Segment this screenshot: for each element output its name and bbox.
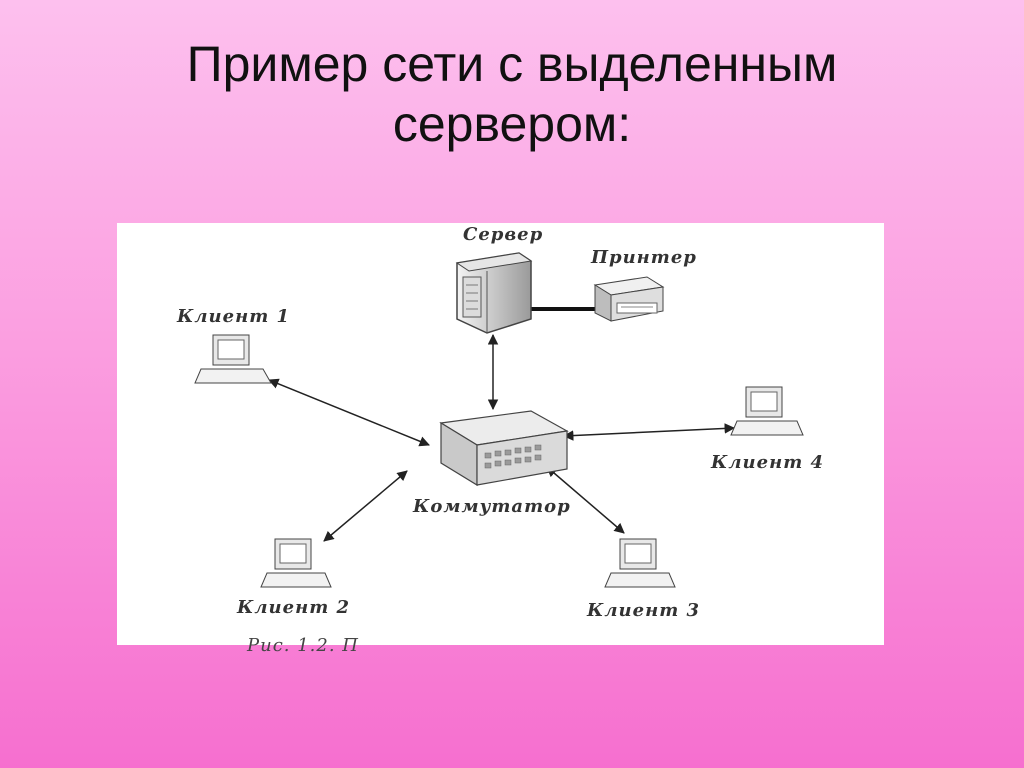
client2-label: Клиент 2 bbox=[236, 597, 350, 618]
server-icon bbox=[455, 252, 533, 334]
slide-title-line-1: Пример сети с выделенным bbox=[186, 36, 838, 92]
client2-computer-icon bbox=[260, 538, 332, 588]
link-client1-switch bbox=[268, 378, 430, 447]
printer-label: Принтер bbox=[590, 247, 697, 268]
printer-icon bbox=[593, 276, 665, 322]
link-switch-client4 bbox=[562, 423, 736, 441]
client4-label: Клиент 4 bbox=[710, 452, 824, 473]
network-diagram-svg: Сервер Принтер Коммутатор Клиен bbox=[176, 224, 824, 621]
client3-label: Клиент 3 bbox=[586, 600, 700, 621]
client4-computer-icon bbox=[730, 386, 804, 436]
network-diagram: Сервер Принтер Коммутатор Клиен bbox=[117, 223, 884, 656]
client1-computer-icon bbox=[194, 334, 272, 384]
switch-label: Коммутатор bbox=[412, 496, 571, 517]
slide-title-line-2: сервером: bbox=[392, 96, 632, 152]
client1-label: Клиент 1 bbox=[176, 306, 290, 327]
client3-computer-icon bbox=[604, 538, 676, 588]
server-label: Сервер bbox=[463, 224, 543, 245]
link-switch-client3 bbox=[546, 466, 625, 534]
slide-title: Пример сети с выделенным сервером: bbox=[0, 34, 1024, 154]
link-switch-client2 bbox=[323, 470, 408, 542]
figure-caption-fragment: Рис. 1.2. П bbox=[247, 635, 359, 656]
switch-icon bbox=[439, 410, 569, 487]
